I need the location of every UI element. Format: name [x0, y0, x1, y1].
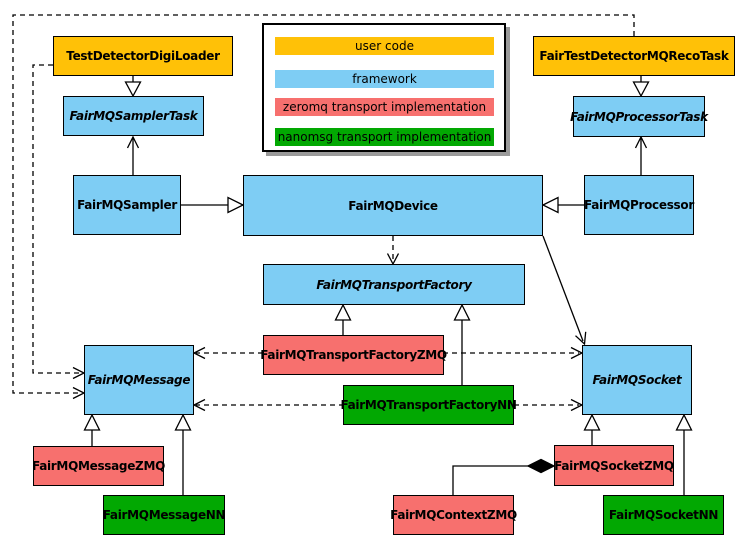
edge-sampler-to-samplertask: [126, 135, 140, 175]
class-fairmqsocketnn: FairMQSocketNN: [603, 495, 724, 535]
edge-digiloader-extends-samplertask: [124, 76, 142, 98]
legend: user code framework zeromq transport imp…: [262, 23, 506, 152]
edge-device-uses-transportfactory: [386, 236, 400, 266]
edge-messagenn-extends-message: [174, 413, 192, 495]
class-fairmqsamplertask: FairMQSamplerTask: [63, 96, 204, 136]
class-fairmqprocessortask: FairMQProcessorTask: [570, 96, 708, 137]
class-fairmqmessagezmq: FairMQMessageZMQ: [32, 446, 165, 486]
class-fairmqmessagenn: FairMQMessageNN: [103, 495, 226, 535]
edge-recotask-extends-processortask: [632, 76, 650, 98]
class-fairmqsocket: FairMQSocket: [582, 345, 692, 415]
edge-factorynn-creates-socket: [514, 398, 584, 412]
legend-item-user-code: user code: [275, 37, 494, 55]
legend-item-nanomsg: nanomsg transport implementation: [275, 128, 494, 146]
class-fairmqmessage: FairMQMessage: [84, 345, 194, 415]
class-testdetectordigiloader: TestDetectorDigiLoader: [53, 36, 233, 76]
class-fairmqdevice: FairMQDevice: [243, 175, 543, 236]
class-fairmqprocessor: FairMQProcessor: [584, 175, 694, 235]
edge-contextzmq-composed-in-socketzmq: [452, 458, 556, 495]
edge-device-to-socket: [542, 235, 587, 346]
edge-factoryzmq-extends-transportfactory: [334, 303, 352, 335]
class-fairmqtransportfactory: FairMQTransportFactory: [263, 264, 525, 305]
legend-item-zeromq: zeromq transport implementation: [275, 98, 494, 116]
edge-processor-to-processortask: [634, 135, 648, 175]
class-fairmqsampler: FairMQSampler: [73, 175, 181, 235]
edge-messagezmq-extends-message: [83, 413, 101, 446]
edge-factorynn-extends-transportfactory: [453, 303, 471, 385]
class-fairmqtransportfactorynn: FairMQTransportFactoryNN: [340, 385, 517, 425]
edge-factorynn-creates-message: [192, 398, 344, 412]
class-fairmqsocketzmq: FairMQSocketZMQ: [554, 445, 674, 486]
edge-factoryzmq-creates-socket: [443, 346, 584, 360]
edge-socketnn-extends-socket: [675, 413, 693, 495]
legend-item-framework: framework: [275, 70, 494, 88]
class-fairmqcontextzmq: FairMQContextZMQ: [390, 495, 517, 535]
class-fairmqtransportfactoryzmq: FairMQTransportFactoryZMQ: [260, 335, 447, 375]
class-fairtestdetectormqrecotask: FairTestDetectorMQRecoTask: [533, 36, 735, 76]
edge-processor-extends-device: [541, 196, 584, 214]
edge-factoryzmq-creates-message: [192, 346, 263, 360]
edge-sampler-extends-device: [181, 196, 245, 214]
edge-socketzmq-extends-socket: [583, 413, 601, 445]
